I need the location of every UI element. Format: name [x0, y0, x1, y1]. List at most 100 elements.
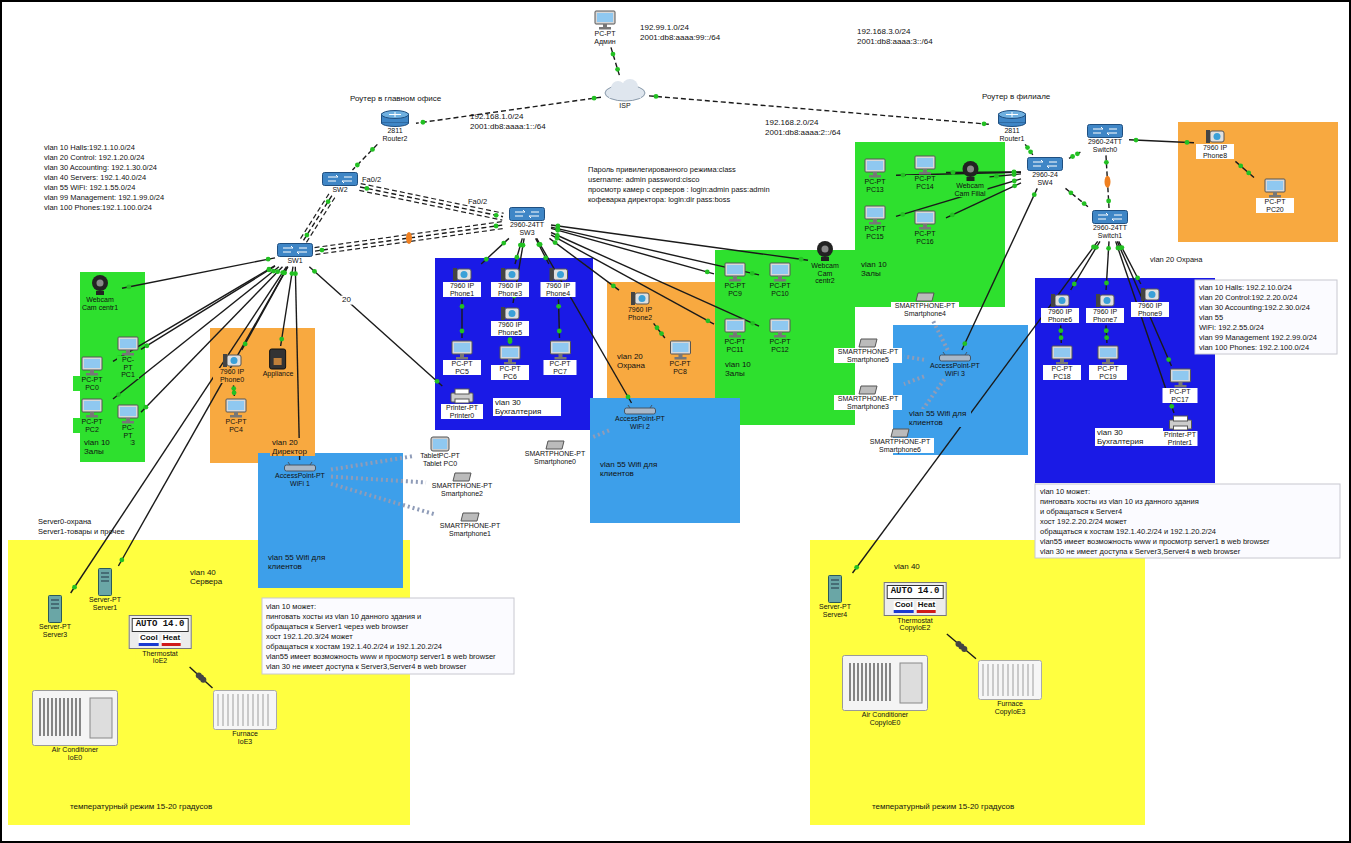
device: 7960 IP Phone0 [213, 352, 251, 383]
ethernet-cable [1065, 188, 1089, 208]
drawing-part [558, 354, 562, 357]
device: AccessPoint-PT WiFi 1 [271, 462, 329, 487]
drawing-part [1006, 112, 1018, 117]
thermostat-buttons: CoolHeat [887, 601, 944, 613]
port-light [557, 329, 562, 334]
drawing-part [33, 691, 118, 746]
zone-label: vlan 30 Бухгалтерия [1095, 428, 1163, 446]
zone-label: температурный режим 15-20 градусов [870, 802, 1016, 811]
zone-label: vlan 55 Wifi для клиентов [266, 553, 340, 571]
drawing-part [631, 292, 635, 305]
link-label: 20 [340, 296, 353, 305]
drawing-part [1100, 348, 1116, 357]
port-light [1169, 404, 1174, 409]
drawing-part [915, 211, 935, 224]
vlan-zone: vlan 10 ЗалыWebcam Cam centr1PC-PT PC0PC… [80, 272, 145, 462]
drawing-part [55, 698, 56, 736]
drawing-part [457, 269, 471, 280]
port-light [1246, 171, 1251, 176]
server-icon [98, 568, 112, 596]
heat-button: Heat [162, 634, 181, 646]
port-light [994, 174, 999, 179]
note-text: vlan 40 Servers: 192.1.40.0/24 [44, 174, 146, 182]
ethernet-cable [1105, 325, 1107, 343]
drawing-part [966, 177, 974, 181]
printer-icon [1168, 415, 1192, 431]
drawing-part [274, 358, 282, 365]
port-light [1106, 246, 1111, 251]
port-light [279, 337, 284, 342]
drawing-part [873, 172, 877, 175]
drawing-part [47, 698, 48, 736]
device-label: PC-PT PC11 [716, 338, 754, 353]
port-light [1166, 357, 1171, 362]
drawing-part [1054, 348, 1070, 357]
drawing-part [997, 664, 999, 696]
port-light [750, 271, 755, 276]
device: PC-PT PC4 [217, 398, 255, 433]
device: SMARTPHONE-PT Smartphone3 [834, 385, 902, 410]
device-label: 7960 IP Phone0 [213, 368, 251, 383]
device-label: AccessPoint-PT WiFi 2 [611, 415, 669, 430]
device-label: 7960 IP Phone3 [491, 282, 529, 297]
zone-fill [893, 325, 1028, 455]
switch-icon [322, 172, 358, 186]
port-light [1075, 151, 1080, 156]
port-light [611, 284, 616, 289]
air-conditioner-icon [842, 655, 928, 711]
ethernet-cable [946, 171, 1021, 173]
drawing-part [508, 359, 512, 362]
ethernet-cable [551, 228, 714, 273]
drawing-part [461, 271, 468, 278]
device-label: SW1 [286, 257, 303, 265]
drawing-part [460, 354, 464, 357]
drawing-part [84, 359, 100, 368]
device-label: TabletPC-PT Tablet PC0 [416, 452, 464, 467]
drawing-part [725, 263, 745, 276]
wireless-link [331, 484, 434, 514]
device: PC-PT PC14 [906, 155, 944, 190]
device-label: 2960-24TT Switch1 [1088, 224, 1132, 239]
port-light [556, 304, 561, 309]
drawing-part [1106, 359, 1110, 362]
smartphone-icon [857, 385, 879, 395]
drawing-part [51, 600, 59, 601]
device: PC-PT PC0 [73, 356, 111, 391]
note-text: 2001:db8:aaaa:2::/64 [765, 129, 841, 138]
ip-phone-icon [500, 305, 520, 321]
device: 7960 IP Phone6 [1041, 292, 1079, 323]
port-light [901, 173, 906, 178]
drawing-part [923, 169, 927, 172]
device: 7960 IP Phone2 [621, 290, 659, 321]
device: AccessPoint-PT WiFi 3 [926, 352, 984, 377]
device-label: PC-PT PC16 [906, 230, 944, 245]
drawing-part [1267, 181, 1283, 190]
zone-fill [810, 540, 1145, 825]
ethernet-cable [1060, 325, 1062, 343]
drawing-part [67, 698, 68, 736]
device-label: SMARTPHONE-PT Smartphone6 [866, 438, 934, 453]
device-label: 2811 Router1 [993, 127, 1031, 142]
drawing-part [853, 663, 854, 701]
drawing-part [99, 569, 112, 596]
device: ISP [603, 78, 647, 110]
port-light [1028, 149, 1033, 154]
note-text: Fa0/2 [468, 198, 487, 206]
device-label: Furnace IoE3 [226, 730, 264, 745]
device-label: Webcam Cam Filial [953, 182, 988, 197]
device-label: 7960 IP Phone2 [621, 306, 659, 321]
thermostat-display: AUTO 14.0 [132, 618, 189, 632]
thermostat-buttons: CoolHeat [132, 634, 189, 646]
device: Webcam Cam Filial [953, 160, 988, 197]
device: 7960 IP Phone9 [1131, 286, 1169, 317]
webcam-icon [90, 274, 110, 296]
device: PC-PT PC13 [856, 158, 894, 193]
drawing-part [270, 349, 286, 369]
drawing-part [120, 407, 136, 416]
device: PC-PT PC16 [906, 210, 944, 245]
ethernet-cable [352, 144, 377, 170]
drawing-part [43, 698, 44, 736]
ip-phone-icon [500, 266, 520, 282]
port-light [355, 163, 360, 168]
drawing-part [885, 663, 886, 701]
